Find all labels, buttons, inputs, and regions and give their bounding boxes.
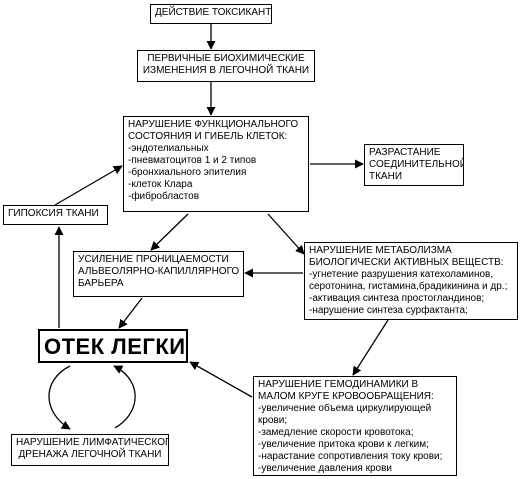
node-barrier-permeability: УСИЛЕНИЕ ПРОНИЦАЕМОСТИ АЛЬВЕОЛЯРНО-КАПИЛ… — [73, 251, 244, 297]
node-line: ТКАНИ — [369, 171, 403, 182]
node-line: -замедление скорости кровотока; — [258, 427, 414, 438]
arrow-dysfunction-to-permeability — [150, 213, 189, 251]
node-line: АЛЬВЕОЛЯРНО-КАПИЛЛЯРНОГО — [78, 266, 240, 277]
node-lymphatic-drainage: НАРУШЕНИЕ ЛИМФАТИЧЕСКОГО ДРЕНАЖА ЛЕГОЧНО… — [11, 434, 169, 466]
node-line: БИОЛОГИЧЕСКИ АКТИВНЫХ ВЕЩЕСТВ: — [309, 257, 504, 268]
node-line: НАРУШЕНИЕ МЕТАБОЛИЗМА — [309, 245, 452, 256]
node-line: -угнетение разрушения катехоламинов, — [309, 269, 494, 280]
node-line: -увеличение притока крови к легким; — [258, 439, 429, 450]
arrow-dysfunction-to-metabolism — [267, 213, 305, 255]
node-line: -клеток Клара — [128, 179, 193, 190]
node-line: -активация синтеза простогландинов; — [309, 293, 485, 304]
node-line: НАРУШЕНИЕ ЛИМФАТИЧЕСКОГО — [16, 437, 169, 448]
node-connective-tissue-growth: РАЗРАСТАНИЕ СОЕДИНИТЕЛЬНОЙ ТКАНИ — [364, 144, 464, 186]
node-tissue-hypoxia: ГИПОКСИЯ ТКАНИ — [3, 205, 108, 225]
node-line: СОЕДИНИТЕЛЬНОЙ — [369, 159, 464, 170]
node-line: -увеличение давления крови — [258, 463, 392, 474]
node-line: ОТЕК ЛЕГКИХ — [44, 334, 188, 359]
arrow-edema-to-lymph-loop — [48, 365, 71, 430]
arrow-hypoxia-to-dysfunction — [54, 165, 123, 206]
node-line: СОСТОЯНИЯ И ГИБЕЛЬ КЛЕТОК: — [128, 131, 288, 142]
node-cell-dysfunction: НАРУШЕНИЕ ФУНКЦИОНАЛЬНОГО СОСТОЯНИЯ И ГИ… — [123, 116, 309, 212]
node-line: РАЗРАСТАНИЕ — [369, 147, 441, 158]
node-line: -фибробластов — [128, 191, 200, 202]
node-line: НАРУШЕНИЕ ФУНКЦИОНАЛЬНОГО — [128, 119, 299, 130]
node-line: УСИЛЕНИЕ ПРОНИЦАЕМОСТИ — [78, 254, 229, 265]
node-line: ПЕРВИЧНЫЕ БИОХИМИЧЕСКИЕ — [147, 53, 305, 64]
node-line: БАРЬЕРА — [78, 278, 124, 289]
arrow-hemodynamics-to-edema — [189, 361, 253, 398]
node-line: -эндотелиальных — [128, 143, 209, 154]
node-primary-biochemical-changes: ПЕРВИЧНЫЕ БИОХИМИЧЕСКИЕ ИЗМЕНЕНИЯ В ЛЕГО… — [137, 50, 315, 82]
node-line: ДЕЙСТВИЕ ТОКСИКАНТА — [155, 7, 272, 18]
arrow-permeability-to-edema — [118, 297, 143, 329]
node-hemodynamics-disorder: НАРУШЕНИЕ ГЕМОДИНАМИКИ В МАЛОМ КРУГЕ КРО… — [253, 376, 457, 476]
node-line: серотонина, гистамина,брадикинина и др.; — [309, 281, 508, 292]
node-pulmonary-edema: ОТЕК ЛЕГКИХ — [38, 329, 188, 363]
node-line: -пневматоцитов 1 и 2 типов — [128, 155, 257, 166]
node-line: ГИПОКСИЯ ТКАНИ — [8, 208, 99, 219]
node-line: МАЛОМ КРУГЕ КРОВООБРАЩЕНИЯ: — [258, 391, 434, 402]
node-line: -увеличение объема циркулирующей — [258, 403, 432, 414]
arrow-lymph-to-edema-loop — [113, 365, 136, 429]
node-bioactive-metabolism: НАРУШЕНИЕ МЕТАБОЛИЗМА БИОЛОГИЧЕСКИ АКТИВ… — [304, 242, 518, 320]
node-line: НАРУШЕНИЕ ГЕМОДИНАМИКИ В — [258, 379, 419, 390]
node-line: ДРЕНАЖА ЛЕГОЧНОЙ ТКАНИ — [18, 449, 162, 460]
arrow-metabolism-to-hemodynamics — [352, 319, 389, 376]
node-line: -бронхиального эпителия — [128, 167, 247, 178]
node-toxicant-action: ДЕЙСТВИЕ ТОКСИКАНТА — [150, 4, 272, 24]
node-line: ИЗМЕНЕНИЯ В ЛЕГОЧНОЙ ТКАНИ — [142, 65, 310, 76]
node-line: крови; — [258, 415, 288, 426]
node-line: -нарушение синтеза сурфактанта; — [309, 305, 468, 316]
node-line: -нарастание сопротивления току крови; — [258, 451, 443, 462]
